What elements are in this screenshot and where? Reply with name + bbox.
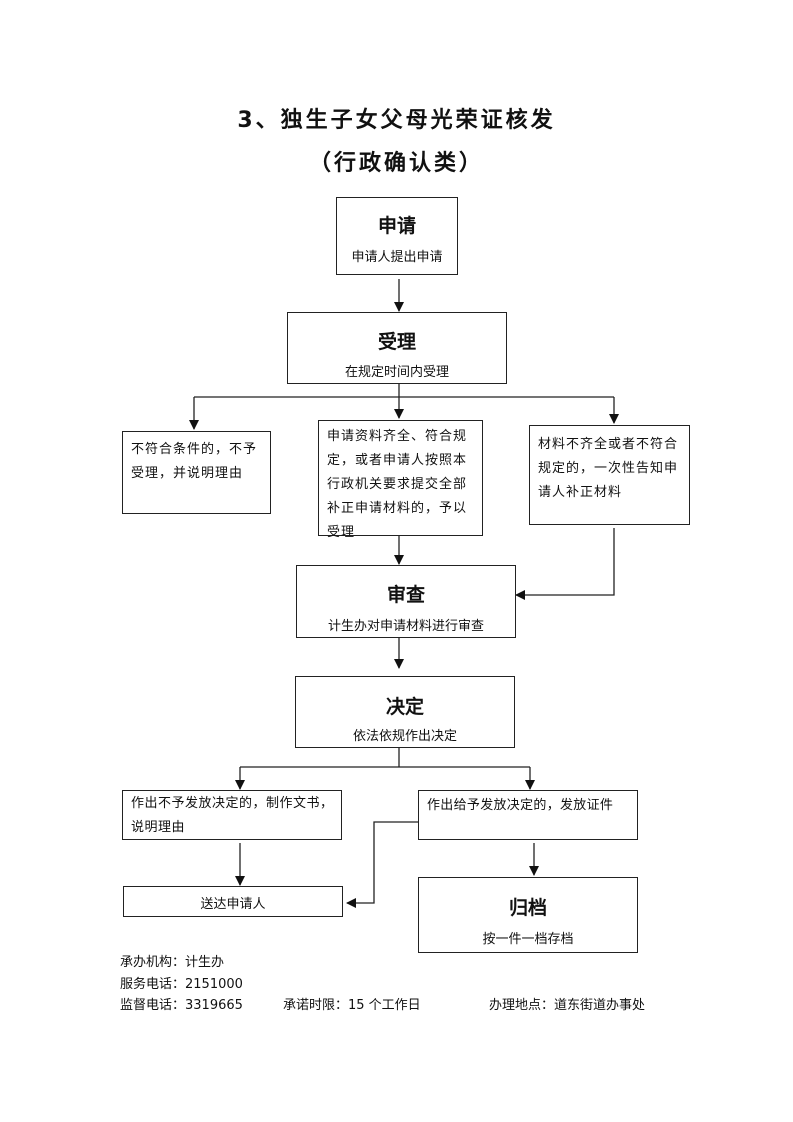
step-decide: 决定 依法依规作出决定	[295, 676, 515, 748]
step-accept-heading: 受理	[377, 331, 416, 353]
step-grant: 作出给予发放决定的，发放证件	[418, 790, 638, 840]
step-reject-text: 不符合条件的，不予受理，并说明理由	[131, 442, 258, 481]
page-subtitle: （行政确认类）	[308, 151, 484, 176]
arrow-incomplete-to-review	[515, 528, 615, 600]
footer-time-limit: 承诺时限：15 个工作日	[283, 998, 421, 1013]
step-review: 审查 计生办对申请材料进行审查	[296, 565, 516, 638]
step-complete: 申请资料齐全、符合规定，或者申请人按照本行政机关要求提交全部补正申请材料的，予以…	[318, 420, 483, 540]
step-archive: 归档 按一件一档存档	[418, 877, 638, 953]
step-grant-text: 作出给予发放决定的，发放证件	[427, 798, 614, 813]
step-decide-desc: 依法依规作出决定	[352, 729, 457, 744]
step-decide-heading: 决定	[385, 696, 424, 718]
step-archive-desc: 按一件一档存档	[482, 932, 574, 947]
footer-agency: 承办机构：计生办	[120, 955, 225, 970]
footer-service-phone: 服务电话：2151000	[120, 977, 243, 992]
step-complete-text: 申请资料齐全、符合规定，或者申请人按照本行政机关要求提交全部补正申请材料的，予以…	[327, 429, 468, 540]
step-archive-heading: 归档	[508, 897, 547, 919]
step-incomplete: 材料不齐全或者不符合规定的，一次性告知申请人补正材料	[529, 425, 690, 525]
step-apply-desc: 申请人提出申请	[351, 250, 443, 265]
arrow-grant-to-deliver	[346, 821, 418, 908]
step-apply: 申请 申请人提出申请	[336, 197, 458, 275]
step-apply-heading: 申请	[377, 215, 416, 237]
footer-supervise-phone: 监督电话：3319665	[120, 998, 243, 1013]
step-deliver: 送达申请人	[123, 886, 343, 917]
step-reject: 不符合条件的，不予受理，并说明理由	[122, 431, 271, 514]
page-title: 3、独生子女父母光荣证核发	[237, 108, 556, 133]
step-deny-text: 作出不予发放决定的，制作文书，说明理由	[131, 796, 334, 835]
step-deliver-text: 送达申请人	[200, 897, 266, 912]
step-accept-desc: 在规定时间内受理	[344, 365, 449, 380]
step-review-heading: 审查	[386, 584, 425, 606]
step-incomplete-text: 材料不齐全或者不符合规定的，一次性告知申请人补正材料	[538, 437, 679, 500]
step-deny: 作出不予发放决定的，制作文书，说明理由	[122, 790, 342, 840]
step-accept: 受理 在规定时间内受理	[287, 312, 507, 384]
step-review-desc: 计生办对申请材料进行审查	[327, 619, 484, 634]
footer-location: 办理地点：道东街道办事处	[489, 998, 646, 1013]
